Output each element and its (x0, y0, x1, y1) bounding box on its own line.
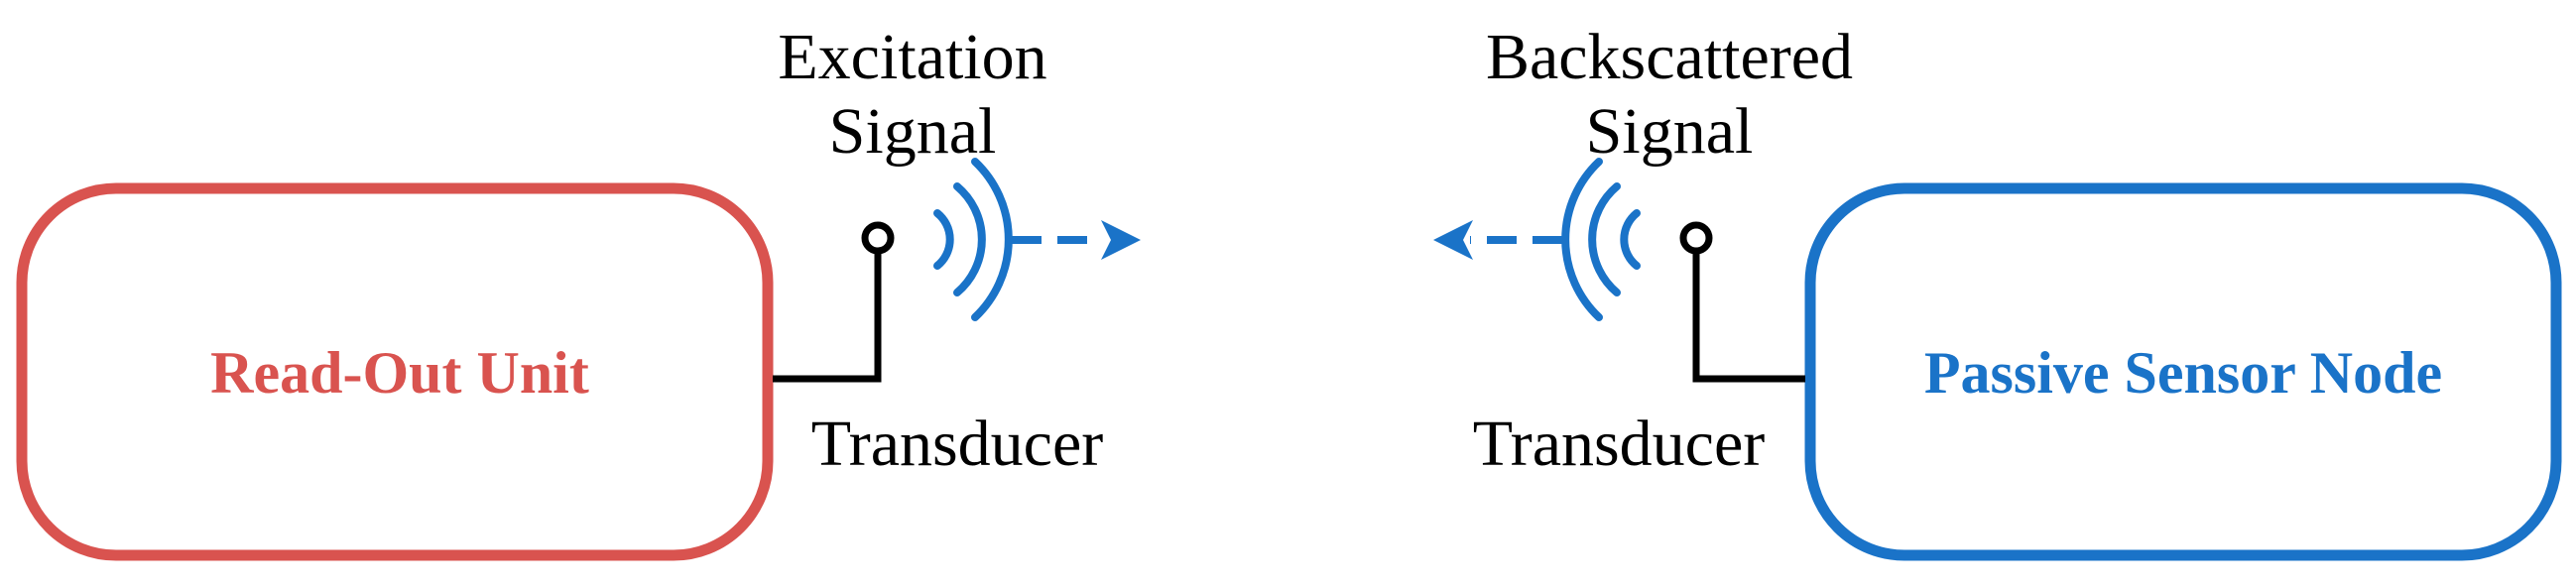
right-transducer-label: Transducer (1472, 408, 1766, 480)
arrow-left-icon (1433, 220, 1562, 260)
left-antenna-icon (861, 221, 895, 255)
excitation-signal-label-line1: Excitation (778, 21, 1047, 93)
read-out-unit-block (16, 182, 774, 561)
backscattered-signal-label-line2: Signal (1585, 95, 1754, 168)
right-radio-waves-icon (1561, 158, 1641, 321)
arrow-right-icon (1012, 220, 1141, 260)
backscattered-signal-label-line1: Backscattered (1485, 21, 1854, 93)
passive-sensor-node-label: Passive Sensor Node (1923, 340, 2443, 406)
read-out-unit-label: Read-Out Unit (210, 340, 589, 406)
passive-sensor-node-block (1804, 182, 2562, 561)
right-antenna-icon (1679, 221, 1713, 255)
left-transducer-wire (773, 251, 882, 383)
excitation-signal-label-line2: Signal (828, 95, 997, 168)
left-transducer-label: Transducer (810, 408, 1104, 480)
left-radio-waves-icon (933, 158, 1013, 321)
right-transducer-wire (1692, 251, 1805, 383)
